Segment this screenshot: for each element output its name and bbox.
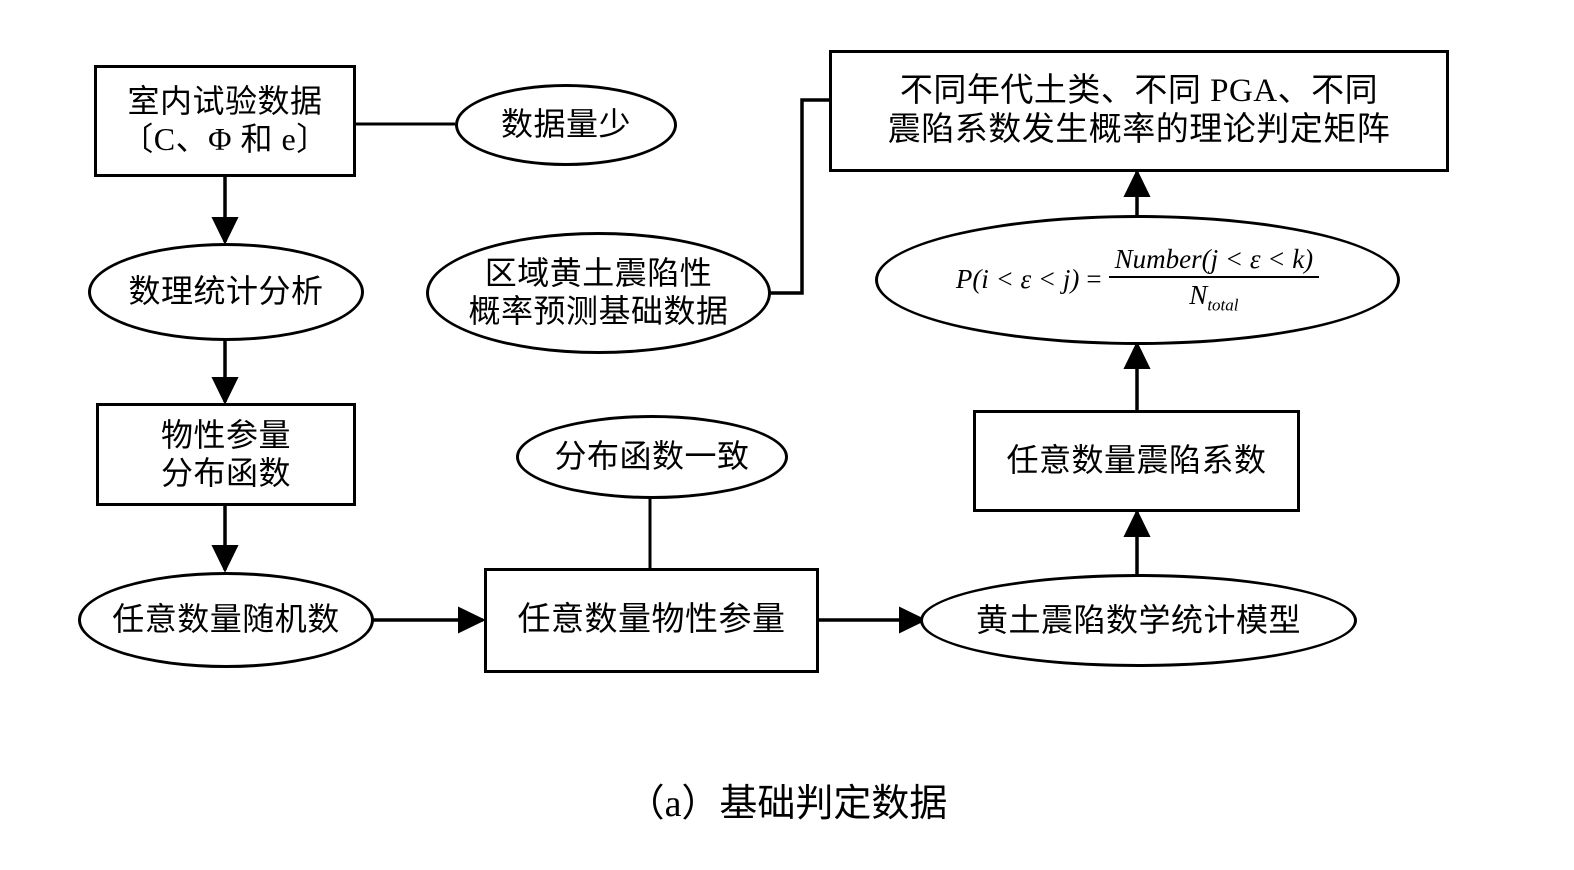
node-lab-test-data[interactable]: 室内试验数据 〔C、Φ 和 e〕	[94, 65, 356, 177]
formula-denominator-subscript: total	[1207, 295, 1239, 315]
node-arbitrary-coefficients[interactable]: 任意数量震陷系数	[973, 410, 1300, 512]
node-property-distribution[interactable]: 物性参量 分布函数	[96, 403, 356, 506]
node-statistical-model[interactable]: 黄土震陷数学统计模型	[920, 574, 1357, 667]
formula-lhs: P(i < ε < j)	[955, 264, 1080, 295]
node-arbitrary-properties[interactable]: 任意数量物性参量	[484, 568, 819, 673]
node-distribution-consistent[interactable]: 分布函数一致	[516, 415, 788, 499]
wire-basedata-to-matrix	[770, 98, 830, 295]
formula-numerator: Number(j < ε < k)	[1108, 244, 1320, 279]
node-few-data[interactable]: 数据量少	[455, 84, 677, 166]
formula-denominator: Ntotal	[1189, 278, 1238, 315]
node-decision-matrix[interactable]: 不同年代土类、不同 PGA、不同 震陷系数发生概率的理论判定矩阵	[829, 50, 1449, 172]
node-probability-formula[interactable]: P(i < ε < j) = Number(j < ε < k) Ntotal	[875, 215, 1400, 345]
figure-caption: （a）基础判定数据	[626, 783, 948, 825]
formula-fraction: Number(j < ε < k) Ntotal	[1108, 244, 1320, 316]
node-regional-base-data[interactable]: 区域黄土震陷性 概率预测基础数据	[426, 232, 771, 354]
probability-formula-expression: P(i < ε < j) = Number(j < ε < k) Ntotal	[955, 244, 1320, 316]
formula-denominator-base: N	[1189, 280, 1208, 311]
formula-equals: =	[1086, 264, 1102, 295]
node-statistical-analysis[interactable]: 数理统计分析	[88, 243, 364, 341]
node-random-numbers[interactable]: 任意数量随机数	[78, 572, 374, 668]
